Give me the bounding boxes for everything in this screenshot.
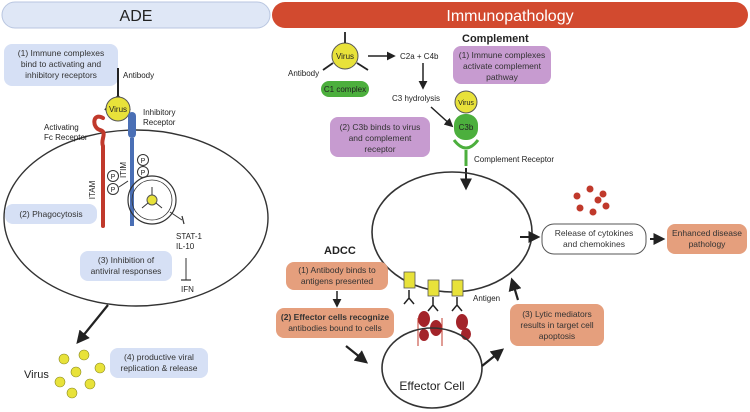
- svg-text:inhibitory receptors: inhibitory receptors: [25, 70, 97, 80]
- ade-box-2: (2) Phagocytosis: [5, 204, 97, 224]
- header-ade-label: ADE: [120, 8, 153, 25]
- phospho-icons: P P P P: [107, 154, 149, 195]
- inhibitory-receptor: [128, 112, 136, 226]
- svg-text:apoptosis: apoptosis: [539, 331, 575, 341]
- svg-text:C1 complex: C1 complex: [324, 85, 366, 94]
- complement-virus-icon: Virus: [322, 32, 369, 71]
- c2c4-label: C2a + C4b: [400, 52, 439, 61]
- activating-label-1: Activating: [44, 123, 79, 132]
- svg-text:(2) Phagocytosis: (2) Phagocytosis: [19, 209, 82, 219]
- c1-complex: C1 complex: [321, 81, 369, 97]
- svg-text:(4) productive viral: (4) productive viral: [124, 352, 194, 362]
- svg-text:antibodies bound to cells: antibodies bound to cells: [288, 323, 382, 333]
- svg-text:receptor: receptor: [364, 144, 395, 154]
- svg-text:(1) Immune complexes: (1) Immune complexes: [459, 50, 545, 60]
- complement-box-1: (1) Immune complexes activate complement…: [453, 46, 551, 84]
- itim-label: ITIM: [119, 162, 128, 178]
- stat-label: STAT-1: [176, 232, 202, 241]
- svg-text:replication & release: replication & release: [120, 363, 197, 373]
- svg-text:results in target cell: results in target cell: [520, 320, 593, 330]
- svg-text:C3b: C3b: [459, 123, 474, 132]
- svg-text:(1) Immune complexes: (1) Immune complexes: [18, 48, 104, 58]
- cytokine-dots: [573, 185, 610, 216]
- svg-text:antiviral responses: antiviral responses: [91, 266, 162, 276]
- inhibitory-label-2: Receptor: [143, 118, 176, 127]
- ifn-label: IFN: [181, 285, 194, 294]
- antigens: [403, 271, 464, 297]
- effector-cell-label: Effector Cell: [399, 379, 464, 393]
- svg-text:(2) Effector cells recognize: (2) Effector cells recognize: [281, 312, 389, 322]
- antigen-label: Antigen: [473, 294, 500, 303]
- svg-text:(1) Antibody binds to: (1) Antibody binds to: [298, 265, 376, 275]
- svg-text:activate complement: activate complement: [463, 61, 542, 71]
- release-arrow: [76, 304, 109, 345]
- svg-text:antigens presented: antigens presented: [301, 276, 374, 286]
- svg-text:(3) Lytic mediators: (3) Lytic mediators: [522, 309, 592, 319]
- svg-text:Release of cytokines: Release of cytokines: [555, 228, 633, 238]
- ade-antibody-label: Antibody: [123, 71, 154, 80]
- c3-arrow: [430, 106, 454, 128]
- svg-text:and complement: and complement: [349, 133, 412, 143]
- activating-label-2: Fc Receptor: [44, 133, 88, 142]
- itam-label: ITAM: [88, 180, 97, 199]
- svg-text:pathology: pathology: [689, 239, 727, 249]
- svg-text:Virus: Virus: [109, 105, 127, 114]
- adcc-title: ADCC: [324, 245, 356, 257]
- svg-text:Virus: Virus: [458, 100, 474, 107]
- adcc-arrow-4: [508, 277, 522, 301]
- header-immunopathology: Immunopathology: [272, 2, 748, 28]
- svg-text:and chemokines: and chemokines: [563, 239, 625, 249]
- release-box: Release of cytokines and chemokines: [541, 223, 647, 255]
- c3-hydrolysis-label: C3 hydrolysis: [392, 94, 440, 103]
- adcc-box-2: (2) Effector cells recognize antibodies …: [276, 308, 394, 338]
- virus-label: Virus: [24, 369, 49, 381]
- ade-box-3: (3) Inhibition of antiviral responses: [80, 251, 172, 281]
- adcc-box-1: (1) Antibody binds to antigens presented: [286, 262, 388, 290]
- ade-box-4: (4) productive viral replication & relea…: [110, 348, 208, 378]
- il10-label: IL-10: [176, 242, 195, 251]
- activating-receptor: [92, 114, 106, 228]
- svg-text:(2) C3b binds to virus: (2) C3b binds to virus: [340, 122, 421, 132]
- inhibitory-label-1: Inhibitory: [143, 108, 175, 117]
- target-cell: [371, 171, 533, 293]
- svg-text:P: P: [111, 174, 116, 181]
- adcc-box-3: (3) Lytic mediators results in target ce…: [510, 304, 604, 346]
- complement-antibody-label: Antibody: [288, 69, 319, 78]
- c3b-virus-icon: Virus C3b: [452, 90, 480, 166]
- svg-text:pathway: pathway: [486, 72, 518, 82]
- header-immunopathology-label: Immunopathology: [446, 8, 573, 25]
- svg-text:P: P: [141, 158, 146, 165]
- svg-text:Virus: Virus: [336, 52, 354, 61]
- released-viruses: [54, 349, 106, 399]
- effector-cell: [381, 327, 483, 409]
- adcc-antibodies: [403, 290, 463, 312]
- ade-box-1: (1) Immune complexes bind to activating …: [4, 44, 118, 86]
- svg-text:bind to activating and: bind to activating and: [21, 59, 102, 69]
- svg-text:P: P: [141, 170, 146, 177]
- svg-text:P: P: [111, 187, 116, 194]
- svg-text:(3) Inhibition of: (3) Inhibition of: [98, 255, 155, 265]
- svg-text:Enhanced disease: Enhanced disease: [672, 228, 742, 238]
- complement-receptor-label: Complement Receptor: [474, 155, 554, 164]
- adcc-arrow-2: [345, 345, 369, 364]
- phagosome: [127, 175, 177, 225]
- header-ade: ADE: [1, 1, 271, 29]
- enhanced-box: Enhanced disease pathology: [667, 224, 747, 254]
- complement-title: Complement: [462, 33, 529, 45]
- adcc-arrow-3: [481, 348, 505, 367]
- complement-box-2: (2) C3b binds to virus and complement re…: [330, 117, 430, 157]
- ade-virus-icon: Virus: [105, 96, 131, 122]
